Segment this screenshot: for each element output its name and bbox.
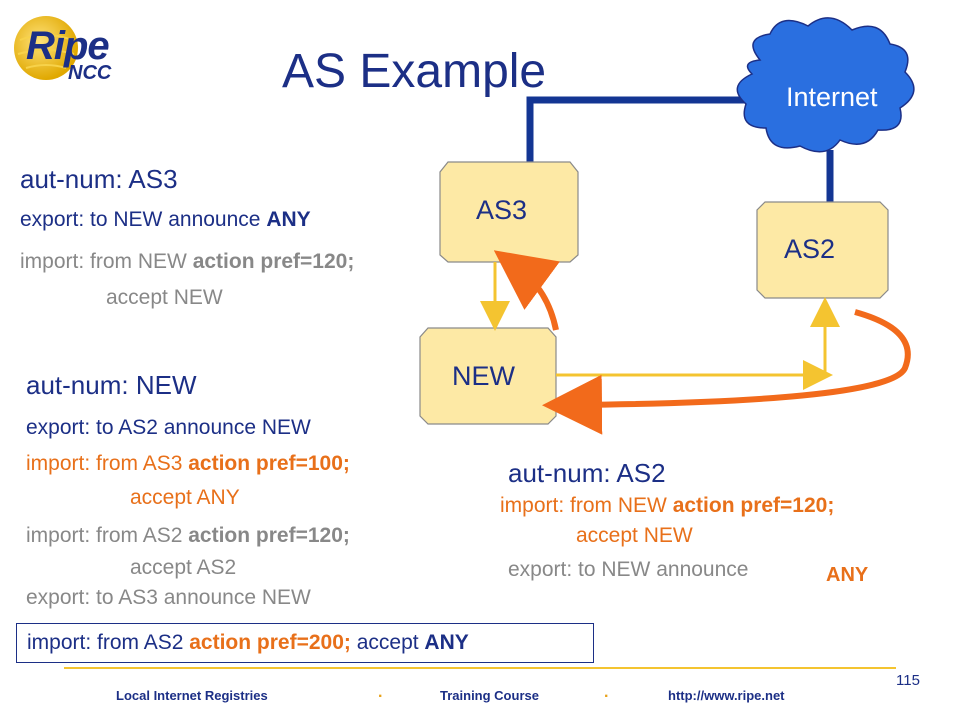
- new-import1-accept: accept ANY: [130, 486, 240, 509]
- internet-cloud: [736, 17, 915, 153]
- as3-import-accept: accept NEW: [106, 286, 223, 309]
- as3-export-prefix: export: to NEW announce: [20, 208, 267, 231]
- as2-export-value: ANY: [826, 564, 869, 586]
- boxed-import-policy: import: from AS2 action pref=200; accept…: [16, 623, 594, 663]
- page-number: 115: [896, 672, 920, 689]
- ripe-ncc-logo: Ripe NCC: [6, 10, 126, 90]
- boxed-import-value: ANY: [424, 631, 469, 654]
- as3-import-action: action pref=120;: [192, 250, 355, 273]
- footer-dot-1: .: [378, 684, 383, 701]
- new-import1-line: import: from AS3 action pref=100;: [26, 452, 350, 476]
- new-import2-prefix: import: from AS2: [26, 524, 189, 547]
- as2-import-line: import: from NEW action pref=120;: [500, 494, 834, 518]
- new-import2-line: import: from AS2 action pref=120;: [26, 524, 350, 548]
- boxed-import-middle: accept: [350, 631, 425, 654]
- footer-middle-text: Training Course: [440, 688, 539, 703]
- as2-label: AS2: [784, 234, 836, 264]
- new-label: NEW: [452, 361, 515, 391]
- as2-export-line: export: to NEW announce: [508, 558, 749, 581]
- footer-left-text: Local Internet Registries: [116, 688, 268, 703]
- footer-link[interactable]: http://www.ripe.net: [668, 688, 785, 703]
- link-as3-internet: [526, 96, 745, 162]
- as3-export-value: ANY: [266, 208, 311, 231]
- new-policy-heading: aut-num: NEW: [26, 370, 197, 400]
- globe-icon: [14, 16, 78, 80]
- new-export1-line: export: to AS2 announce NEW: [26, 416, 311, 439]
- as2-import-prefix: import: from NEW: [500, 494, 673, 517]
- as2-box: [756, 201, 889, 299]
- as3-label: AS3: [476, 195, 528, 225]
- internet-label: Internet: [786, 82, 878, 112]
- footer-dot-2: .: [604, 684, 609, 701]
- boxed-import-prefix: import: from AS2: [27, 631, 190, 654]
- new-import1-prefix: import: from AS3: [26, 452, 189, 475]
- as3-import-prefix: import: from NEW: [20, 250, 193, 273]
- as3-box: [439, 161, 579, 263]
- new-import1-action: action pref=100;: [188, 452, 350, 475]
- logo-ripe-text: Ripe: [26, 24, 110, 68]
- as3-import-line: import: from NEW action pref=120;: [20, 250, 354, 274]
- pref-as2-to-new-arrow: [542, 309, 911, 435]
- page-title: AS Example: [282, 45, 547, 98]
- new-import2-accept: accept AS2: [130, 556, 237, 579]
- new-import2-action: action pref=120;: [188, 524, 350, 547]
- as3-policy-heading: aut-num: AS3: [20, 164, 178, 194]
- as2-policy-heading: aut-num: AS2: [508, 458, 666, 488]
- as2-import-action: action pref=120;: [672, 494, 835, 517]
- as2-import-accept: accept NEW: [576, 524, 693, 547]
- new-export2-line: export: to AS3 announce NEW: [26, 586, 311, 609]
- as3-export-line: export: to NEW announce ANY: [20, 208, 311, 232]
- logo-ncc-text: NCC: [68, 62, 112, 84]
- pref-new-to-as3-arrow: [493, 250, 560, 331]
- boxed-import-action: action pref=200;: [189, 631, 351, 654]
